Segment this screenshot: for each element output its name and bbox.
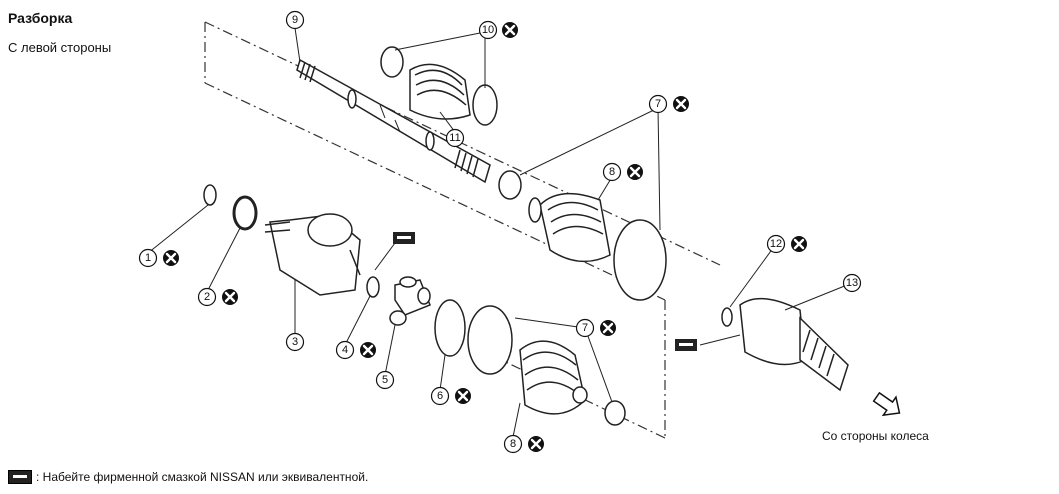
arrow-right-icon — [872, 391, 901, 417]
svg-text:7: 7 — [655, 98, 661, 110]
replace-x-icon — [526, 434, 546, 454]
callout-10: 10 — [478, 20, 498, 40]
svg-text:8: 8 — [510, 438, 516, 450]
replace-x-icon — [500, 20, 520, 40]
callout-1: 1 — [138, 248, 158, 268]
boot-8-upper — [498, 170, 667, 301]
svg-text:11: 11 — [449, 132, 460, 144]
svg-text:1: 1 — [145, 252, 151, 264]
drive-shaft — [296, 58, 491, 184]
grease-icon — [675, 339, 697, 351]
callout-6: 6 — [430, 386, 450, 406]
callout-8b: 8 — [503, 434, 523, 454]
svg-text:4: 4 — [342, 344, 348, 356]
callout-3: 3 — [285, 332, 305, 352]
svg-text:7: 7 — [582, 322, 588, 334]
housing-assembly — [203, 184, 361, 296]
svg-text:6: 6 — [437, 390, 443, 402]
replace-x-icon — [220, 287, 240, 307]
callout-2: 2 — [197, 287, 217, 307]
svg-text:8: 8 — [609, 166, 615, 178]
svg-text:2: 2 — [204, 291, 210, 303]
svg-text:9: 9 — [292, 14, 298, 26]
replace-x-icon — [161, 248, 181, 268]
grease-icon — [8, 470, 32, 484]
spider-assembly — [366, 276, 466, 357]
svg-text:3: 3 — [292, 336, 298, 348]
svg-text:12: 12 — [770, 238, 782, 250]
svg-text:13: 13 — [846, 277, 858, 289]
replace-x-icon — [598, 318, 618, 338]
callout-11: 11 — [445, 128, 465, 148]
callout-8a: 8 — [602, 162, 622, 182]
replace-x-icon — [789, 234, 809, 254]
callout-12: 12 — [766, 234, 786, 254]
replace-x-icon — [625, 162, 645, 182]
replace-x-icon — [358, 340, 378, 360]
leader-lines — [147, 27, 853, 438]
callout-7b: 7 — [575, 318, 595, 338]
replace-x-icon — [453, 386, 473, 406]
boot-8-lower — [467, 305, 626, 426]
callout-13: 13 — [842, 273, 862, 293]
wheel-side-label: Со стороны колеса — [822, 429, 929, 443]
callout-4: 4 — [335, 340, 355, 360]
page-subtitle: С левой стороны — [8, 40, 112, 55]
callout-7a: 7 — [648, 94, 668, 114]
boot-11 — [380, 46, 498, 126]
svg-text:10: 10 — [482, 24, 494, 36]
outer-joint-assembly — [721, 297, 849, 392]
page-title: Разборка — [8, 10, 73, 26]
grease-icon — [393, 232, 415, 244]
callout-5: 5 — [375, 370, 395, 390]
svg-text:5: 5 — [382, 374, 388, 386]
callout-9: 9 — [285, 10, 305, 30]
grease-footnote: : Набейте фирменной смазкой NISSAN или э… — [36, 470, 369, 484]
replace-x-icon — [671, 94, 691, 114]
